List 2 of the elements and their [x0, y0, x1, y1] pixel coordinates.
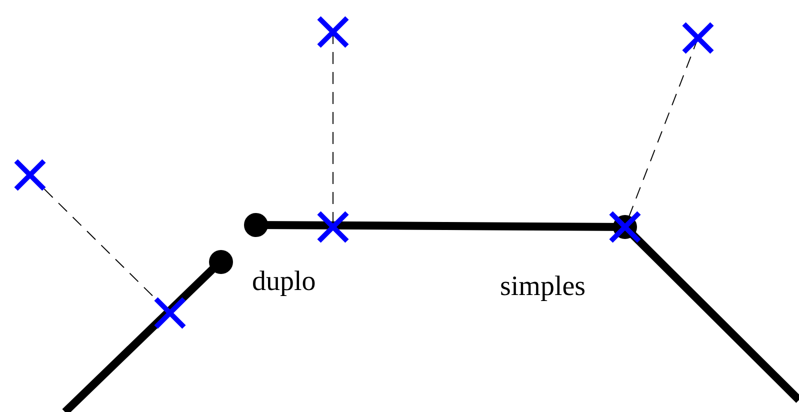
- point-label: duplo: [252, 268, 316, 296]
- point-label: simples: [500, 273, 586, 301]
